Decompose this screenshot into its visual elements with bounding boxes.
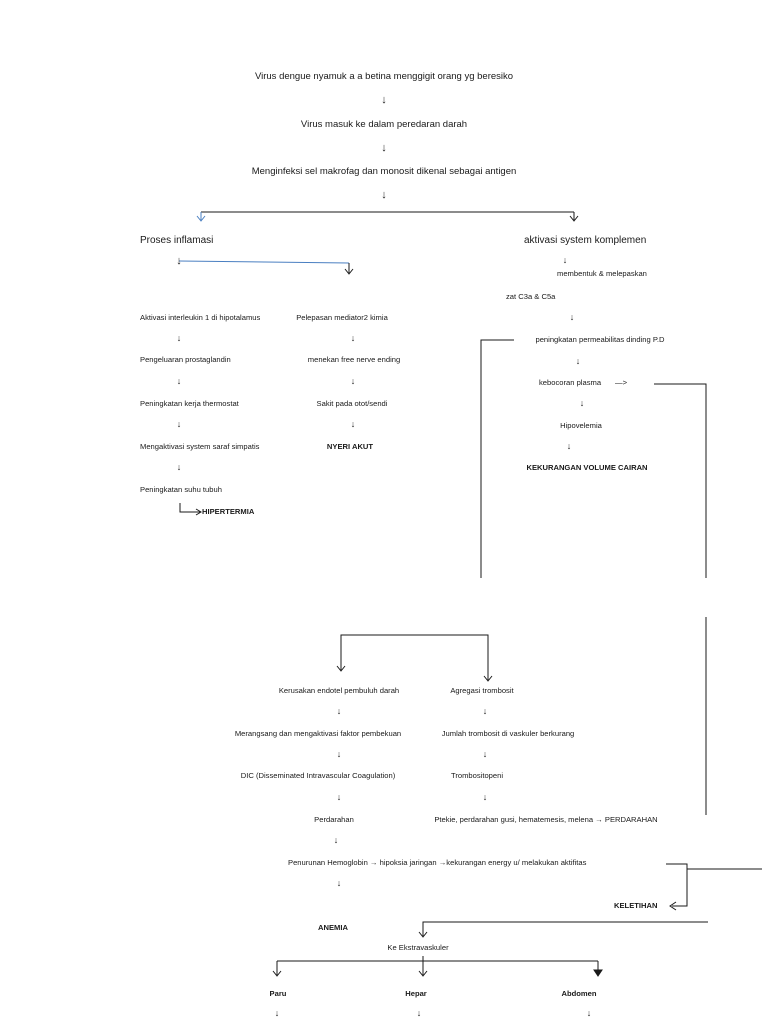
step-infect-macrophage: Menginfeksi sel makrofag dan monosit dik… xyxy=(251,166,517,177)
diagnosis-hipertermia: HIPERTERMIA xyxy=(202,507,255,516)
step-muscle-pain: Sakit pada otot/sendi xyxy=(316,399,388,408)
down-arrow-icon: ↓ xyxy=(586,1008,592,1018)
down-arrow-icon: ↓ xyxy=(176,419,182,429)
step-platelet-aggregation: Agregasi trombosit xyxy=(450,686,514,695)
diagnosis-keletihan: KELETIHAN xyxy=(614,901,658,910)
step-interleukin: Aktivasi interleukin 1 di hipotalamus xyxy=(140,313,261,322)
step-c3a-c5a: zat C3a & C5a xyxy=(506,292,556,301)
down-arrow-icon: ↓ xyxy=(176,462,182,472)
step-sympathetic: Mengaktivasi system saraf simpatis xyxy=(140,442,260,451)
step-nerve-ending: menekan free nerve ending xyxy=(307,355,401,364)
down-arrow-icon: ↓ xyxy=(579,398,585,408)
down-arrow-icon: ↓ xyxy=(176,376,182,386)
step-virus-blood: Virus masuk ke dalam peredaran darah xyxy=(300,119,468,130)
step-virus-bite: Virus dengue nyamuk a a betina menggigit… xyxy=(254,71,514,82)
branch-complement-title: aktivasi system komplemen xyxy=(524,235,647,246)
diagnosis-fluid-deficit: KEKURANGAN VOLUME CAIRAN xyxy=(526,463,648,472)
step-thermostat: Peningkatan kerja thermostat xyxy=(140,399,239,408)
down-arrow-icon: ↓ xyxy=(482,792,488,802)
branch-inflammation-title: Proses inflamasi xyxy=(140,235,214,246)
organ-hepar: Hepar xyxy=(405,989,427,998)
step-bleeding-signs: Ptekie, perdarahan gusi, hematemesis, me… xyxy=(434,815,658,824)
right-arrow-icon: —> xyxy=(615,378,628,387)
down-arrow-icon: ↓ xyxy=(176,255,182,267)
down-arrow-icon: ↓ xyxy=(482,749,488,759)
organ-abdomen: Abdomen xyxy=(561,989,597,998)
step-extravascular: Ke Ekstravaskuler xyxy=(387,943,449,952)
step-thrombocytopenia: Trombositopeni xyxy=(450,771,504,780)
down-arrow-icon: ↓ xyxy=(333,835,339,845)
down-arrow-icon: ↓ xyxy=(350,419,356,429)
down-arrow-icon: ↓ xyxy=(336,706,342,716)
down-arrow-icon: ↓ xyxy=(381,189,387,201)
down-arrow-icon: ↓ xyxy=(350,333,356,343)
down-arrow-icon: ↓ xyxy=(350,376,356,386)
down-arrow-icon: ↓ xyxy=(176,333,182,343)
down-arrow-icon: ↓ xyxy=(274,1008,280,1018)
step-platelet-decrease: Jumlah trombosit di vaskuler berkurang xyxy=(441,729,575,738)
step-bleeding: Perdarahan xyxy=(314,815,354,824)
down-arrow-icon: ↓ xyxy=(336,792,342,802)
down-arrow-icon: ↓ xyxy=(482,706,488,716)
down-arrow-icon: ↓ xyxy=(336,749,342,759)
down-arrow-icon: ↓ xyxy=(562,255,568,265)
down-arrow-icon: ↓ xyxy=(381,142,387,154)
step-body-temp: Peningkatan suhu tubuh xyxy=(140,485,222,494)
step-plasma-leak: kebocoran plasma xyxy=(539,378,602,387)
down-arrow-icon: ↓ xyxy=(416,1008,422,1018)
step-hypovolemia: Hipovelemia xyxy=(560,421,602,430)
organ-paru: Paru xyxy=(269,989,287,998)
step-endothelial-damage: Kerusakan endotel pembuluh darah xyxy=(278,686,400,695)
down-arrow-icon: ↓ xyxy=(381,94,387,106)
step-hemoglobin-drop: Penurunan Hemoglobin → hipoksia jaringan… xyxy=(288,858,587,867)
step-clotting-factor: Merangsang dan mengaktivasi faktor pembe… xyxy=(234,729,402,738)
step-permeability: peningkatan permeabilitas dinding P.D xyxy=(535,335,665,344)
step-dic: DIC (Disseminated Intravascular Coagulat… xyxy=(240,771,396,780)
down-arrow-icon: ↓ xyxy=(569,312,575,322)
step-mediator: Pelepasan mediator2 kimia xyxy=(296,313,388,322)
down-arrow-icon: ↓ xyxy=(575,356,581,366)
down-arrow-icon: ↓ xyxy=(336,878,342,888)
step-form-release: membentuk & melepaskan xyxy=(557,269,647,278)
step-prostaglandin: Pengeluaran prostaglandin xyxy=(140,355,231,364)
diagnosis-nyeri-akut: NYERI AKUT xyxy=(326,442,374,451)
diagnosis-anemia: ANEMIA xyxy=(318,923,348,932)
down-arrow-icon: ↓ xyxy=(566,441,572,451)
